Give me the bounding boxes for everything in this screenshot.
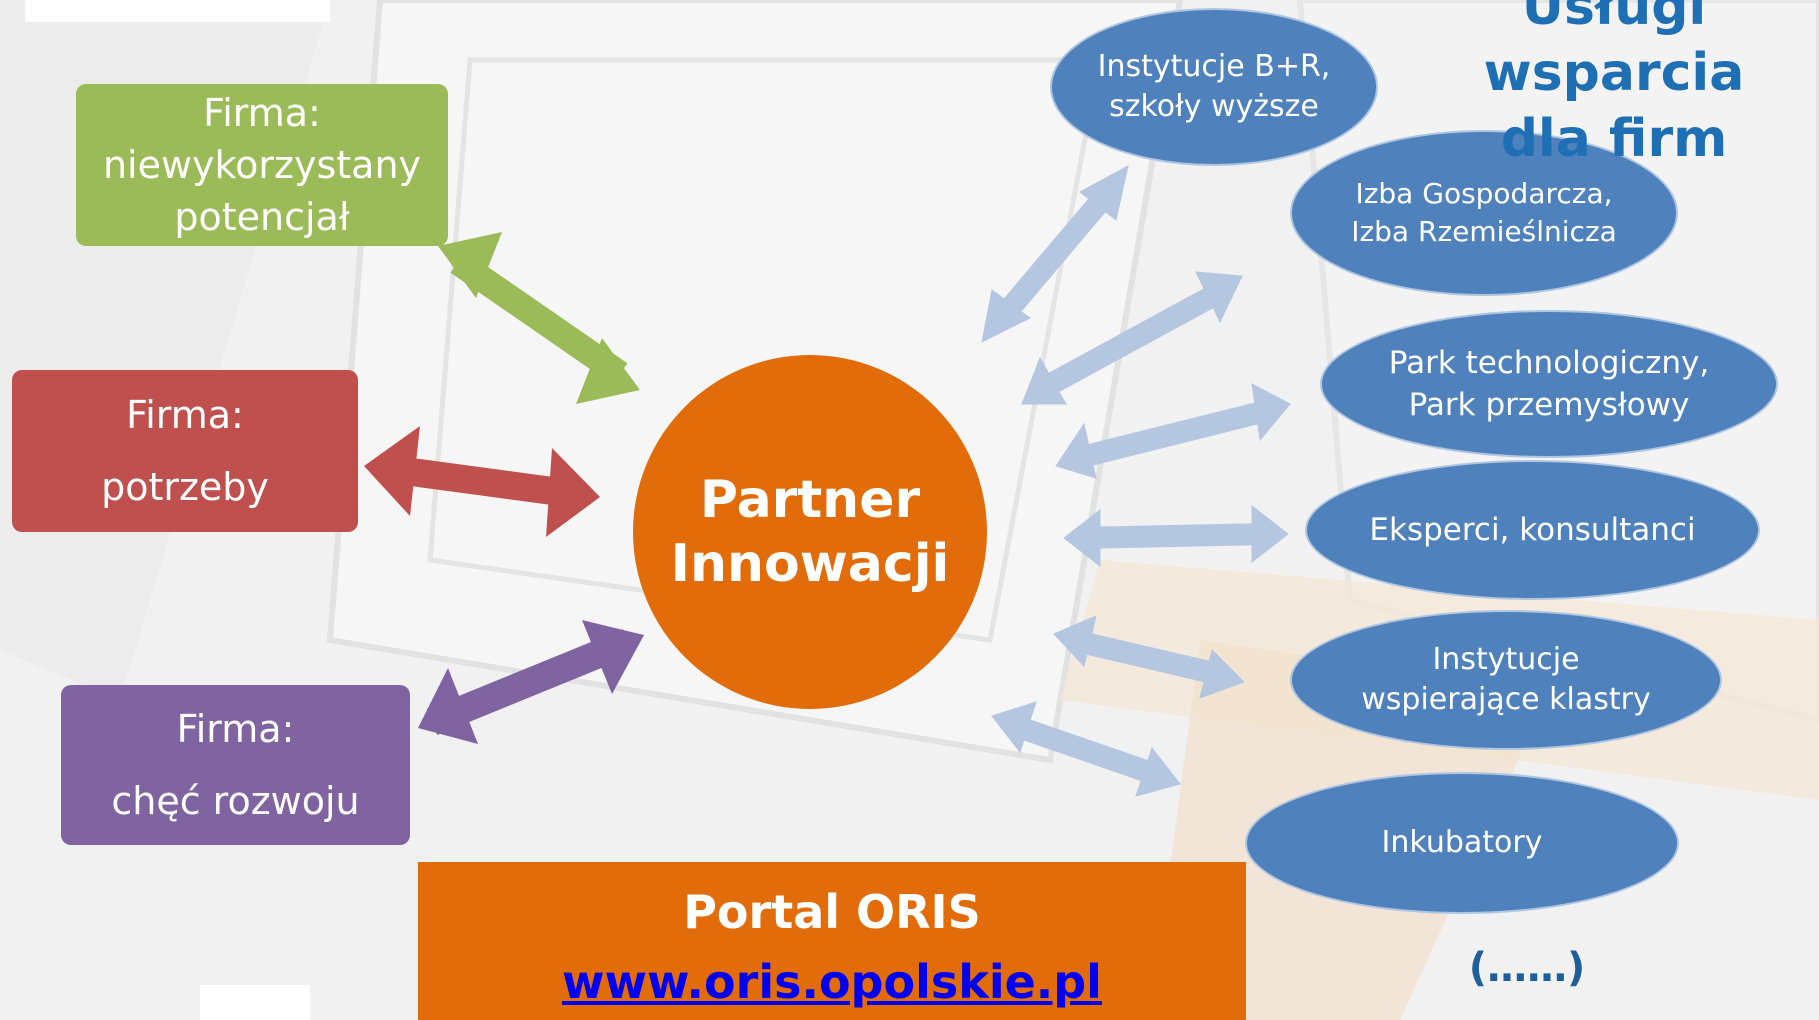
arrow-red [380,454,584,509]
arrowhead [1135,746,1181,797]
institution-label: Instytucje B+R, [1097,49,1331,84]
firm-box-label: potencjał [174,195,350,239]
arrowhead [576,338,640,404]
firm-box-label: Firma: [176,707,295,751]
arrowhead [1021,356,1067,405]
institution-label: Eksperci, konsultanci [1369,512,1696,548]
institution-label: Inkubatory [1381,825,1543,860]
arrowhead [981,289,1031,343]
portal-link[interactable]: www.oris.opolskie.pl [562,955,1102,1009]
firm-box-development: Firma: chęć rozwoju [61,685,410,845]
portal-title: Portal ORIS [683,885,981,939]
institution-label: Park przemysłowy [1408,387,1690,423]
firm-box-untapped-potential: Firma: niewykorzystany potencjał [76,84,448,246]
institution-incubators: Inkubatory [1245,772,1679,914]
innovation-partner-hub: Partner Innowacji [633,355,987,709]
arrowhead [1251,504,1289,564]
arrow-institution-2 [1034,282,1226,400]
arrow-purple [426,629,634,735]
arrowhead [1053,615,1097,668]
more-institutions-ellipsis: (……) [1468,945,1586,991]
firm-box-needs: Firma: potrzeby [12,370,358,532]
firm-box-label: niewykorzystany [102,143,422,187]
institution-label: Park technologiczny, [1388,345,1710,381]
arrowhead [1063,508,1101,568]
arrowhead [1251,383,1291,442]
hub-label-line2: Innowacji [670,534,950,594]
arrowhead [991,701,1037,754]
slide-title: Usługi wsparcia dla firm [1429,0,1799,172]
arrowhead [1195,271,1243,324]
arrow-institution-5 [1069,629,1229,687]
arrow-institution-4 [1079,523,1267,549]
slide-title-line2: dla firm [1500,109,1728,169]
institution-label: Instytucje [1432,642,1580,677]
institution-cluster-support: Instytucje wspierające klastry [1290,610,1722,750]
slide-title-line1: Usługi wsparcia [1483,0,1745,103]
arrowhead [438,232,502,298]
institution-label: Izba Rzemieślnicza [1351,215,1617,248]
arrowhead [582,620,644,694]
institution-label: wspierające klastry [1361,682,1651,717]
arrow-institution-3 [1067,401,1265,471]
portal-banner: Portal ORIS www.oris.opolskie.pl [418,862,1246,1020]
firm-box-label: Firma: [126,393,244,437]
arrow-institution-6 [1006,713,1164,787]
firm-box-label: Firma: [203,91,321,135]
arrow-green [450,251,628,385]
institution-parks: Park technologiczny, Park przemysłowy [1320,310,1778,458]
arrowhead [418,668,478,744]
arrowhead [1199,649,1245,699]
institution-experts: Eksperci, konsultanci [1305,460,1760,600]
firm-box-label: potrzeby [101,465,269,509]
hub-label-line1: Partner [699,470,921,530]
institution-chambers: Izba Gospodarcza, Izba Rzemieślnicza [1290,130,1678,296]
arrowhead [364,426,420,516]
institution-label: szkoły wyższe [1109,89,1319,124]
arrowhead [546,448,600,537]
arrowhead [1055,422,1097,479]
firm-box-label: chęć rozwoju [111,779,360,823]
institution-label: Izba Gospodarcza, [1355,177,1613,210]
institution-research-universities: Instytucje B+R, szkoły wyższe [1050,8,1378,166]
arrowhead [1079,165,1129,221]
arrow-institution-1 [991,182,1119,328]
